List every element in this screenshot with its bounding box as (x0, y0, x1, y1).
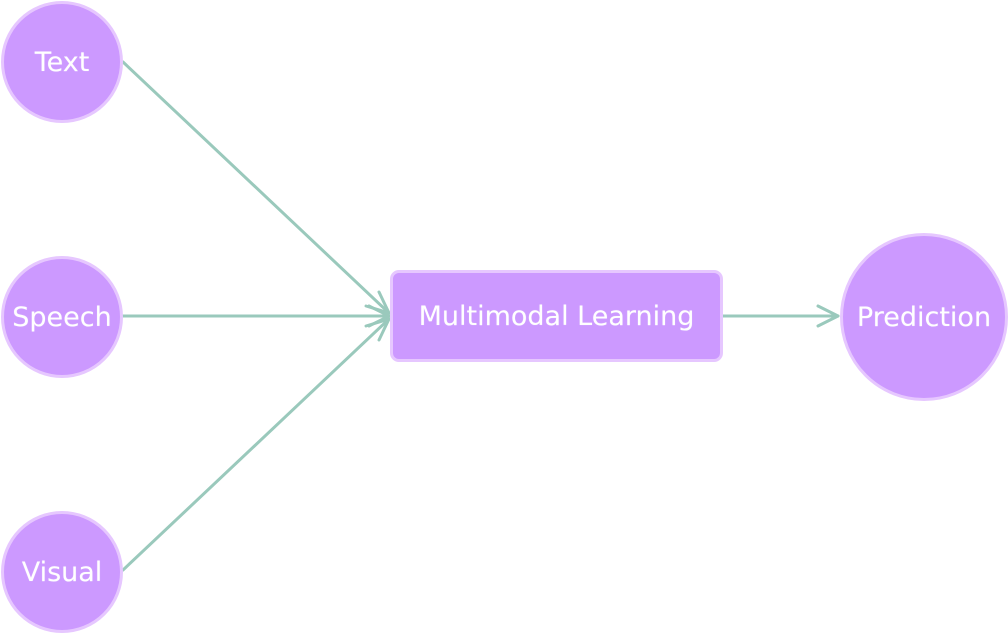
node-speech: Speech (1, 256, 123, 378)
edge-visual-to-multimodal (121, 317, 391, 572)
node-multimodal-learning: Multimodal Learning (390, 270, 723, 362)
node-text-label: Text (34, 46, 90, 78)
edges-layer (121, 60, 840, 572)
edge-multimodal-to-prediction-arrowhead (816, 304, 840, 328)
node-prediction-label: Prediction (856, 301, 992, 333)
node-multimodal-learning-label: Multimodal Learning (418, 300, 695, 332)
node-speech-label: Speech (12, 301, 112, 333)
edge-text-to-multimodal (121, 60, 391, 315)
node-visual-label: Visual (21, 556, 103, 588)
node-prediction: Prediction (840, 233, 1008, 401)
node-text: Text (1, 1, 123, 123)
edge-visual-to-multimodal-arrowhead (364, 317, 391, 342)
node-visual: Visual (1, 511, 123, 633)
